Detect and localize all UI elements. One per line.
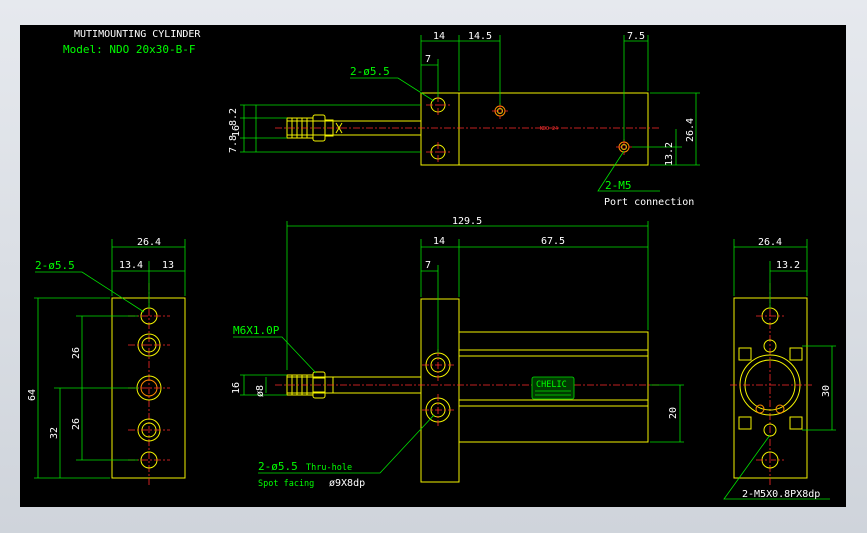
left-dim-13-4: 13.4 bbox=[119, 260, 143, 271]
front-spot-facing: Spot facing bbox=[258, 479, 314, 489]
front-dim-14: 14 bbox=[433, 236, 445, 247]
top-body-mark: NDO 24 bbox=[540, 126, 558, 132]
top-dim-14-5: 14.5 bbox=[468, 31, 492, 42]
top-dim-14: 14 bbox=[433, 31, 445, 42]
left-dim-26b: 26 bbox=[71, 418, 82, 430]
cad-drawing: MUTIMOUNTING CYLINDER Model: NDO 20x30-B… bbox=[27, 29, 836, 500]
front-dim-16: 16 bbox=[231, 382, 242, 394]
right-dim-30: 30 bbox=[821, 385, 832, 397]
right-port-label: 2-M5X0.8PX8dp bbox=[742, 489, 820, 500]
top-dim-7: 7 bbox=[425, 54, 431, 65]
front-barrel bbox=[458, 331, 649, 443]
top-dim-7-8: 7.8 bbox=[228, 135, 239, 153]
front-dim-67-5: 67.5 bbox=[541, 236, 565, 247]
right-dim-26-4: 26.4 bbox=[758, 237, 782, 248]
front-thread-leader bbox=[233, 336, 317, 374]
right-pocket-tr bbox=[789, 347, 803, 361]
top-port-leader bbox=[597, 150, 660, 192]
left-dim-64: 64 bbox=[27, 389, 38, 401]
front-dim-7: 7 bbox=[425, 260, 431, 271]
front-badge-text: CHELIC bbox=[536, 380, 567, 390]
right-view: 26.4 13.2 30 2-M5X0.8PX8dp bbox=[723, 237, 836, 500]
top-port-label: 2-M5 bbox=[605, 179, 632, 192]
right-body-outline bbox=[733, 297, 808, 479]
drawing-canvas[interactable]: MUTIMOUNTING CYLINDER Model: NDO 20x30-B… bbox=[20, 25, 846, 507]
left-dim-32: 32 bbox=[49, 427, 60, 439]
top-dim-16: 16 bbox=[231, 125, 242, 137]
top-view: NDO 24 14 14.5 7.5 7 2-ø5.5 16 7.8 8.2 bbox=[228, 31, 700, 208]
front-flange bbox=[420, 298, 460, 483]
left-dim-26a: 26 bbox=[71, 347, 82, 359]
right-dim-13-2: 13.2 bbox=[776, 260, 800, 271]
left-dim-26-4: 26.4 bbox=[137, 237, 161, 248]
top-dim-26-4: 26.4 bbox=[685, 118, 696, 142]
left-view: 26.4 13.4 13 2-ø5.5 64 26 32 26 bbox=[27, 237, 186, 487]
top-dim-13-2: 13.2 bbox=[664, 142, 675, 166]
left-hole-leader bbox=[35, 271, 145, 313]
front-dim-129-5: 129.5 bbox=[452, 216, 482, 227]
front-badge bbox=[531, 376, 575, 400]
right-pocket-bl bbox=[738, 416, 752, 430]
left-hole-label: 2-ø5.5 bbox=[35, 259, 75, 272]
top-hole-leader bbox=[350, 77, 435, 102]
top-dim-7-5: 7.5 bbox=[627, 31, 645, 42]
front-thru-hole: Thru-hole bbox=[306, 463, 352, 473]
front-hole-leader bbox=[258, 414, 435, 474]
right-port-leader bbox=[723, 434, 830, 500]
front-view: CHELIC 129.5 14 67.5 7 M6X1.0P 16 ø8 20 … bbox=[231, 216, 684, 489]
right-pocket-tl bbox=[738, 347, 752, 361]
top-dim-8-2: 8.2 bbox=[228, 108, 239, 126]
drawing-title: MUTIMOUNTING CYLINDER bbox=[74, 29, 201, 40]
front-dim-20: 20 bbox=[668, 407, 679, 419]
right-port-top bbox=[763, 339, 777, 353]
right-port-bottom bbox=[763, 423, 777, 437]
front-dim-d8: ø8 bbox=[255, 385, 266, 397]
left-dim-13: 13 bbox=[162, 260, 174, 271]
top-body-outline bbox=[420, 92, 649, 166]
right-pocket-br bbox=[789, 416, 803, 430]
front-thread-label: M6X1.0P bbox=[233, 324, 280, 337]
front-spot-dim: ø9X8dp bbox=[329, 478, 365, 489]
top-hole-label: 2-ø5.5 bbox=[350, 65, 390, 78]
front-hole-label: 2-ø5.5 bbox=[258, 460, 298, 473]
model-label: Model: NDO 20x30-B-F bbox=[63, 43, 195, 56]
top-port-text: Port connection bbox=[604, 197, 694, 208]
